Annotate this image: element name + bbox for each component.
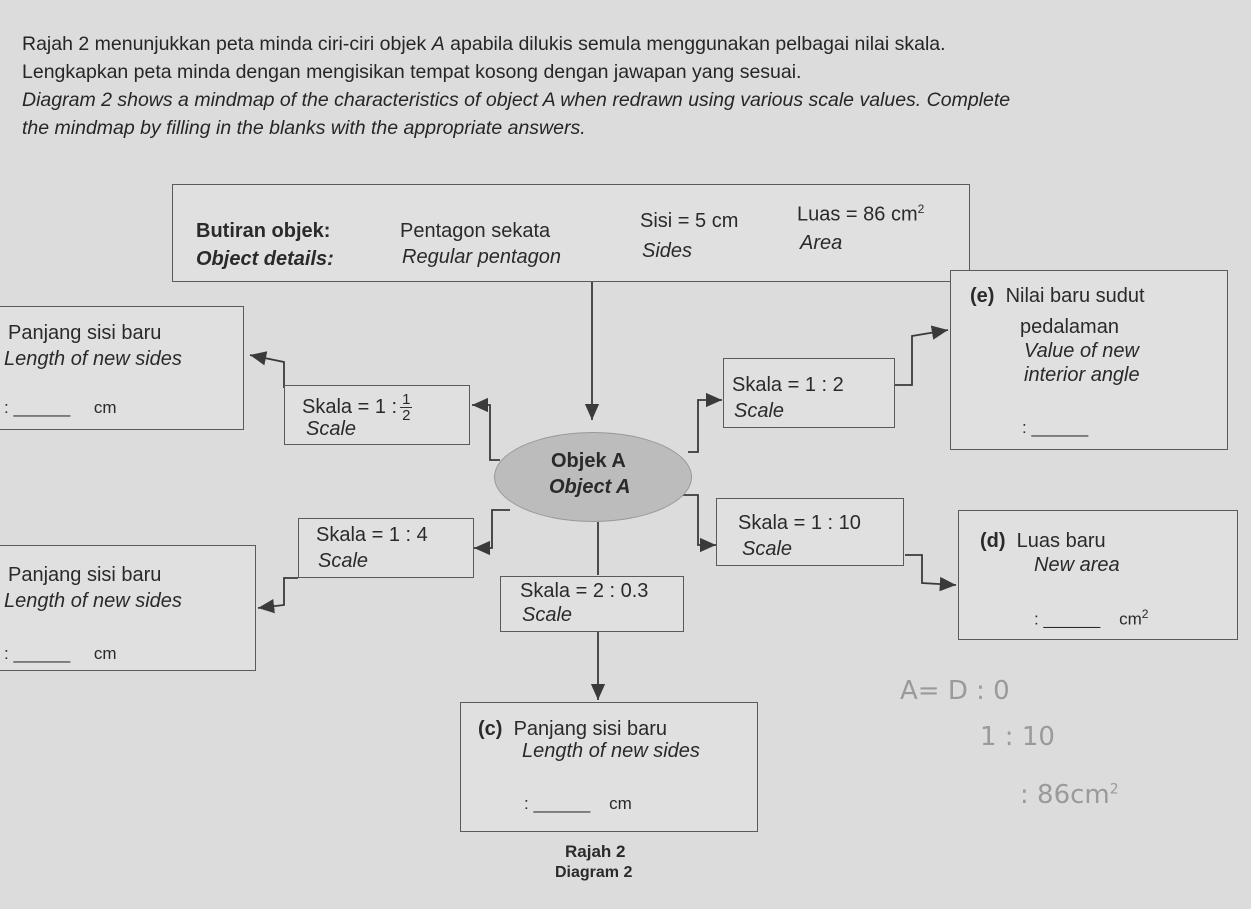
e-answer-blank[interactable]: : ______ xyxy=(1022,418,1089,437)
center-label-ms: Objek A xyxy=(551,450,626,472)
c-label-ms: (c) Panjang sisi baru xyxy=(478,718,668,740)
e-label-ms-2: pedalaman xyxy=(1020,316,1119,338)
details-shape-ms: Pentagon sekata xyxy=(400,220,551,242)
handwriting-line-2: 1 : 10 xyxy=(980,722,1055,752)
handwriting-line-3: : 86cm2 xyxy=(1020,780,1119,810)
scale-ten-box xyxy=(716,498,904,566)
scale-two-box xyxy=(723,358,895,428)
d-label-ms: (d) Luas baru xyxy=(980,530,1106,552)
d-answer-blank[interactable]: : ______ cm2 xyxy=(1034,607,1149,629)
scale-half-en: Scale xyxy=(306,418,357,440)
bottom-left-label-ms: Panjang sisi baru xyxy=(8,564,162,586)
details-shape-en: Regular pentagon xyxy=(402,246,562,268)
handwriting-line-1: A= D : 0 xyxy=(900,676,1010,706)
caption-ms: Rajah 2 xyxy=(565,842,626,861)
details-label-en: Object details: xyxy=(196,248,334,270)
scale-four-box xyxy=(298,518,474,578)
caption-en: Diagram 2 xyxy=(555,864,633,881)
question-line-3: Diagram 2 shows a mindmap of the charact… xyxy=(22,89,1011,111)
details-label-ms: Butiran objek: xyxy=(196,220,331,242)
new-sides-box-bottom-left xyxy=(0,545,256,671)
c-label-en: Length of new sides xyxy=(522,740,700,762)
e-label-en-1: Value of new xyxy=(1024,340,1139,362)
scale-two-ms: Skala = 1 : 2 xyxy=(732,374,844,396)
details-area-en: Area xyxy=(800,232,843,254)
details-area-ms: Luas = 86 cm2 xyxy=(797,202,925,226)
scale-twopoint-ms: Skala = 2 : 0.3 xyxy=(520,580,649,602)
bottom-left-answer-blank[interactable]: : ______ cm xyxy=(4,644,117,663)
scale-four-en: Scale xyxy=(318,550,369,572)
scale-ten-en: Scale xyxy=(742,538,793,560)
object-details-box xyxy=(172,184,970,282)
e-label-en-2: interior angle xyxy=(1024,364,1140,386)
object-a-center xyxy=(494,432,692,522)
scale-twopoint-box xyxy=(500,576,684,632)
question-line-4: the mindmap by filling in the blanks wit… xyxy=(22,117,586,139)
new-area-box xyxy=(958,510,1238,640)
scale-two-en: Scale xyxy=(734,400,785,422)
details-sides-ms: Sisi = 5 cm xyxy=(640,210,739,232)
new-sides-box-c xyxy=(460,702,758,832)
question-line-1: Rajah 2 menunjukkan peta minda ciri-ciri… xyxy=(22,33,946,55)
scale-ten-ms: Skala = 1 : 10 xyxy=(738,512,861,534)
question-line-2: Lengkapkan peta minda dengan mengisikan … xyxy=(22,61,802,83)
top-left-label-en: Length of new sides xyxy=(4,348,182,370)
c-answer-blank[interactable]: : ______ cm xyxy=(524,794,632,813)
d-label-en: New area xyxy=(1034,554,1120,576)
scale-twopoint-en: Scale xyxy=(522,604,573,626)
interior-angle-box xyxy=(950,270,1228,450)
center-label-en: Object A xyxy=(549,476,631,498)
top-left-label-ms: Panjang sisi baru xyxy=(8,322,162,344)
bottom-left-label-en: Length of new sides xyxy=(4,590,182,612)
top-left-answer-blank[interactable]: : ______ cm xyxy=(4,398,117,417)
e-label-ms: (e) Nilai baru sudut xyxy=(970,285,1145,307)
new-sides-box-top-left xyxy=(0,306,244,430)
scale-half-box xyxy=(284,385,470,445)
details-sides-en: Sides xyxy=(642,240,693,262)
question-text: Rajah 2 menunjukkan peta minda ciri-ciri… xyxy=(22,30,1232,142)
scale-four-ms: Skala = 1 : 4 xyxy=(316,524,428,546)
